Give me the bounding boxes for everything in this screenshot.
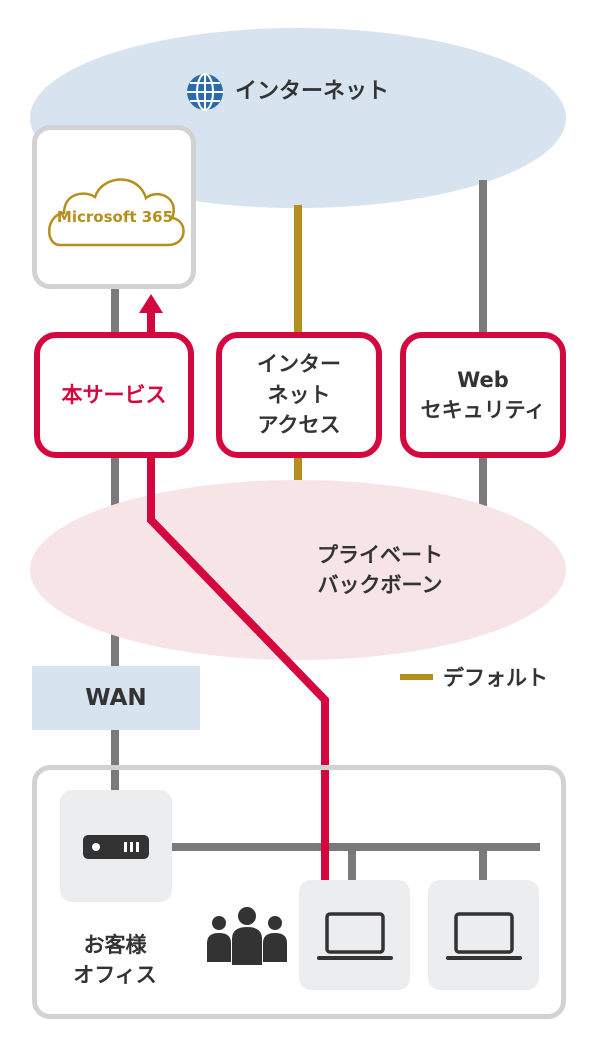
backbone-label-line: プライベート xyxy=(317,543,443,567)
cloud-service-label: Microsoft 365 xyxy=(56,208,174,226)
legend-swatch xyxy=(400,674,433,680)
customer-office-frame xyxy=(32,765,566,1019)
internet-label: インターネット xyxy=(235,78,390,104)
backbone-label: プライベート バックボーン xyxy=(250,540,510,601)
main-service-label: 本サービス xyxy=(61,382,167,407)
laptop-device xyxy=(428,880,539,990)
private-backbone xyxy=(30,480,566,660)
main-service-box: 本サービス xyxy=(34,332,194,458)
laptop-device xyxy=(299,880,410,990)
legend: デフォルト xyxy=(400,663,548,691)
globe-icon xyxy=(187,73,223,111)
wan-box: WAN xyxy=(32,666,200,730)
laptop-icon xyxy=(446,912,522,960)
web-security-box: Web セキュリティ xyxy=(400,332,566,458)
route-arrow-icon xyxy=(139,294,163,313)
internet-access-box: インター ネット アクセス xyxy=(216,332,382,458)
office-label-line: オフィス xyxy=(73,963,157,988)
router-icon xyxy=(83,835,149,859)
router-device xyxy=(60,790,172,902)
internet-access-label-line: インター xyxy=(257,352,341,377)
cloud-icon xyxy=(47,178,185,247)
users-icon xyxy=(207,907,287,965)
office-label-line: お客様 xyxy=(83,933,147,957)
office-label: お客様 オフィス xyxy=(55,930,175,991)
service-route-line xyxy=(147,455,329,880)
legend-default-label: デフォルト xyxy=(443,666,548,690)
web-security-label-line: Web xyxy=(457,367,509,392)
wan-label: WAN xyxy=(85,685,147,711)
internet-access-label-line: アクセス xyxy=(257,413,341,438)
backbone-label-line: バックボーン xyxy=(317,573,443,598)
laptop-icon xyxy=(317,912,393,960)
internet-label-group: インターネット xyxy=(185,72,389,112)
internet-access-label-line: ネット xyxy=(267,382,331,407)
web-security-label-line: セキュリティ xyxy=(420,398,546,422)
